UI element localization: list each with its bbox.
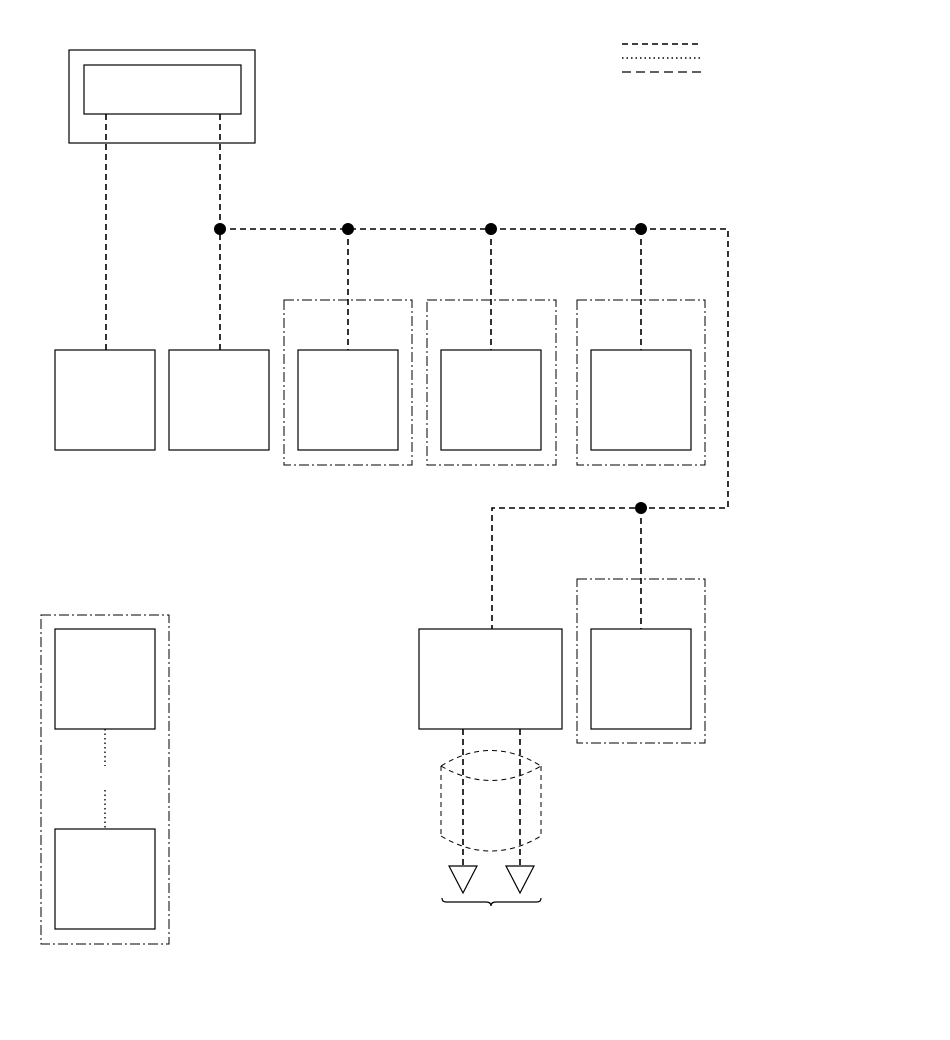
shield-bottom: [440, 835, 542, 852]
ground-brace: [441, 897, 542, 907]
unit-7-enclosure: [576, 578, 706, 744]
control-unit-inner: [83, 64, 242, 115]
unit-4-enclosure: [426, 299, 557, 466]
unit-8-9-enclosure: [40, 614, 170, 945]
unit-5: [590, 349, 692, 451]
ground-icon: [505, 865, 535, 895]
control-unit: [68, 49, 256, 144]
legend: [622, 43, 702, 73]
unit-9: [54, 828, 156, 930]
unit-5-enclosure: [576, 299, 706, 466]
junction-dot: [635, 223, 647, 235]
junctions: [214, 223, 647, 514]
junction-dot: [214, 223, 226, 235]
unit-4: [440, 349, 542, 451]
shield-top-back: [440, 750, 542, 767]
unit-3-enclosure: [283, 299, 413, 466]
shield-top-front: [440, 765, 542, 781]
unit-6: [418, 628, 563, 730]
unit-7: [590, 628, 692, 730]
shielded-cable: [440, 729, 542, 907]
unit-1: [54, 349, 156, 451]
junction-dot: [342, 223, 354, 235]
bus-wire: [220, 228, 729, 630]
unit-8: [54, 628, 156, 730]
junction-dot: [485, 223, 497, 235]
unit-2: [168, 349, 270, 451]
ground-icon: [448, 865, 478, 895]
junction-dot: [635, 502, 647, 514]
unit-3: [297, 349, 399, 451]
